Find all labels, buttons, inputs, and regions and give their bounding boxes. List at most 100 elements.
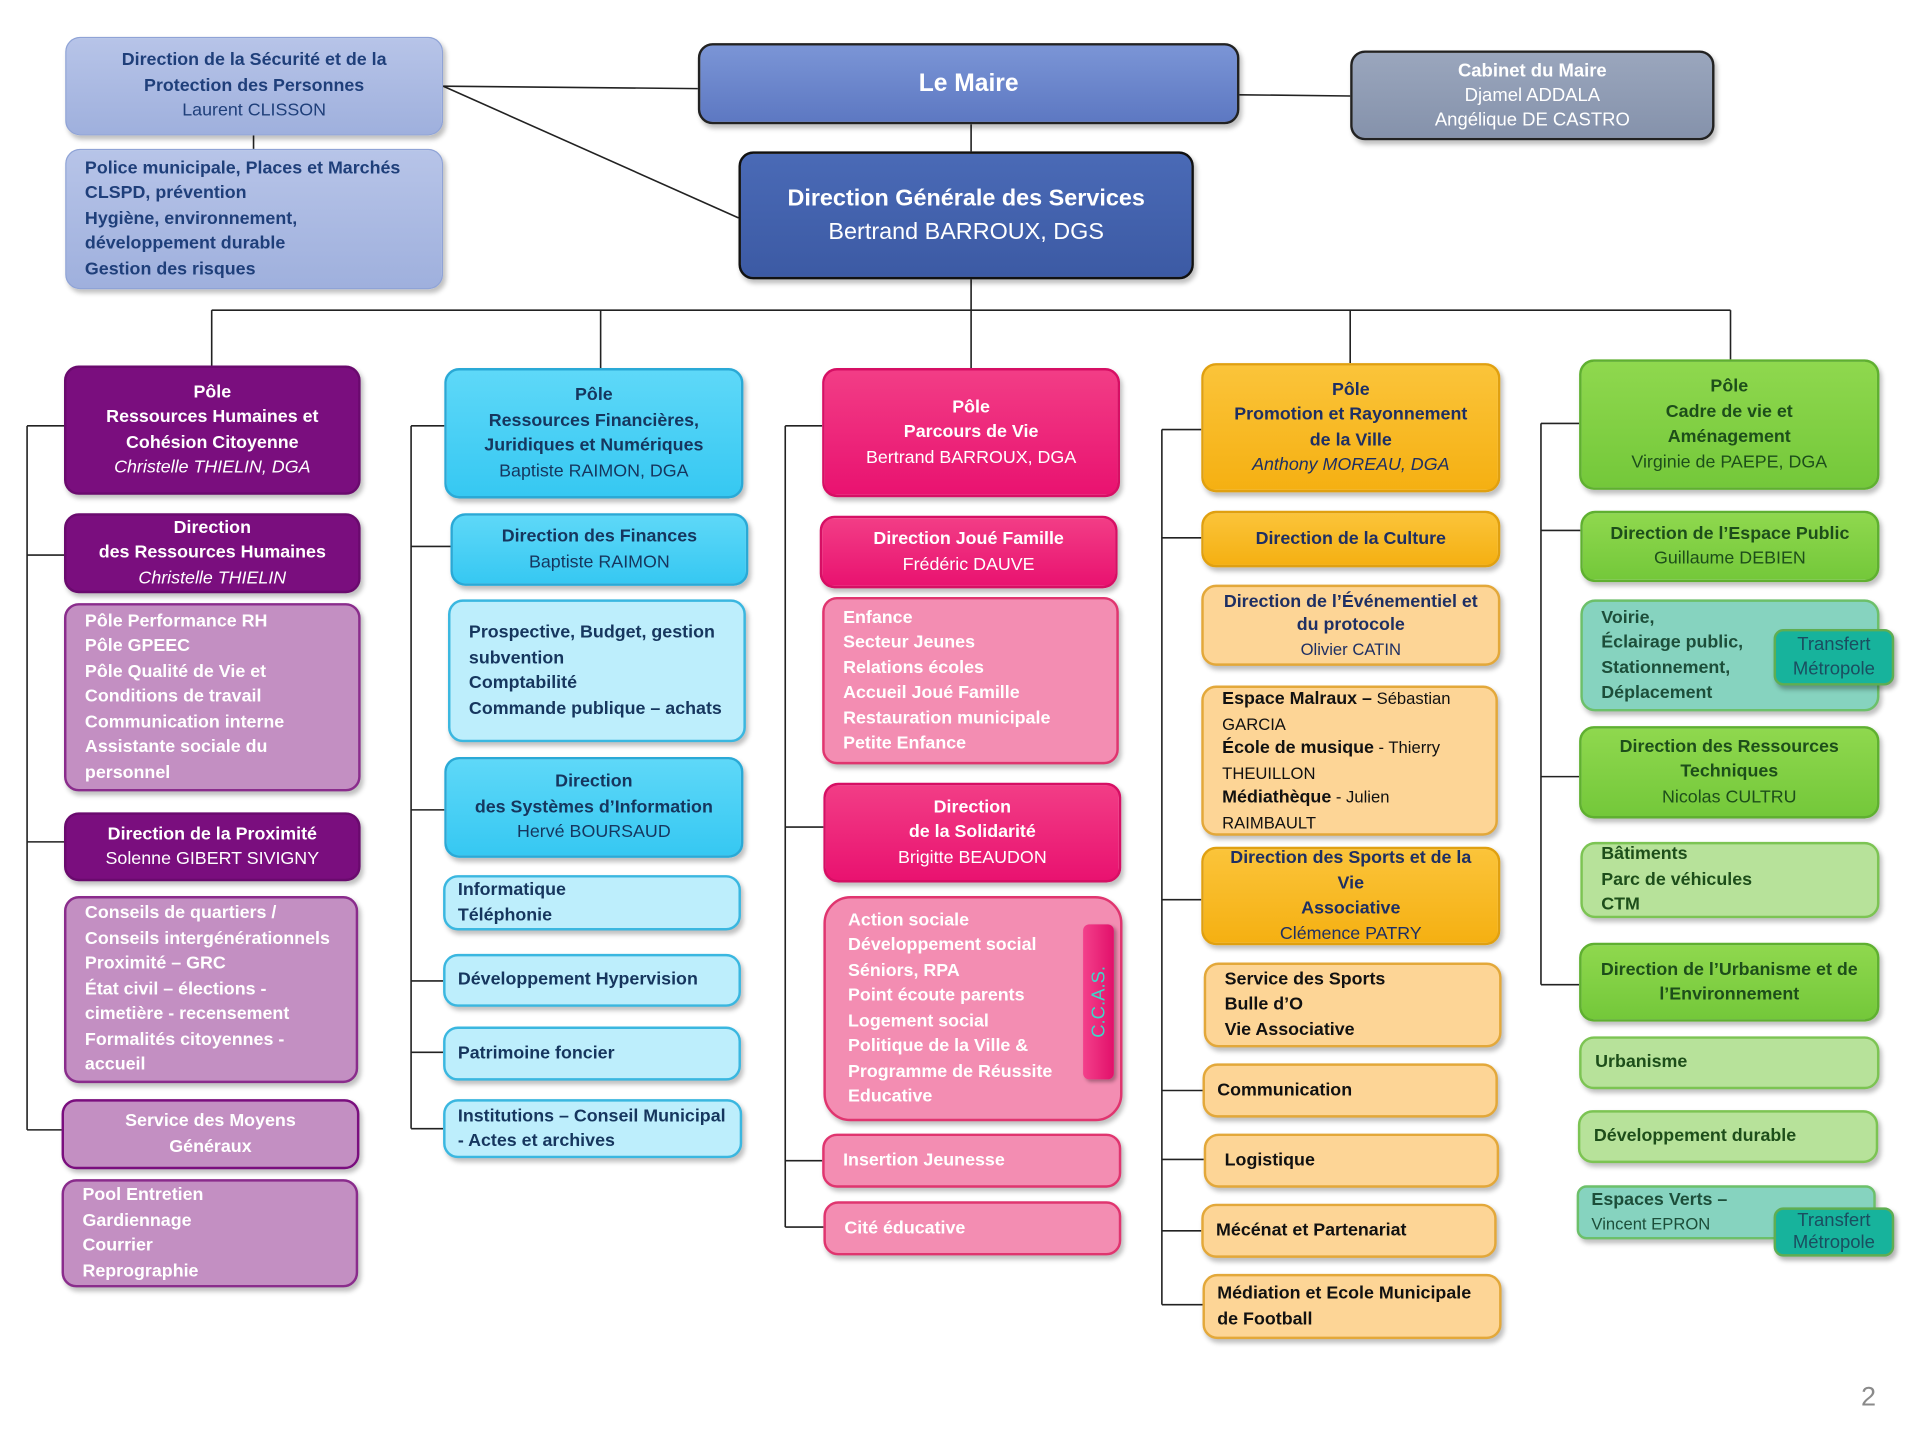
finances-box: Direction des Finances Baptiste RAIMON xyxy=(450,513,749,586)
pole-rh-box: Pôle Ressources Humaines et Cohésion Cit… xyxy=(64,365,361,495)
box-title: Pôle xyxy=(575,385,613,405)
service-item: Service des Sports xyxy=(1224,969,1386,990)
box-person: Bertrand BARROUX, DGA xyxy=(865,447,1077,468)
box-title: Direction xyxy=(933,797,1012,817)
box-title: du protocole xyxy=(1296,614,1405,635)
box-title: Direction de l’Espace Public xyxy=(1610,523,1850,544)
service-name: Espace Malraux – xyxy=(1222,689,1372,709)
pole-parcours-box: Pôle Parcours de Vie Bertrand BARROUX, D… xyxy=(822,368,1121,498)
service-item: Éclairage public, xyxy=(1601,632,1744,653)
box-person: Laurent CLISSON xyxy=(182,101,327,121)
service-item: Courrier xyxy=(82,1235,153,1256)
box-title: Parcours de Vie xyxy=(903,422,1039,443)
service-item: Politique de la Ville & xyxy=(848,1036,1029,1057)
box-title: Direction de la Culture xyxy=(1255,528,1446,549)
service-item: Gardiennage xyxy=(82,1210,192,1231)
service-item: de Football xyxy=(1217,1308,1313,1329)
service-item: Développement Hypervision xyxy=(457,970,698,990)
service-item: Comptabilité xyxy=(468,673,578,693)
service-item: Institutions – Conseil Municipal xyxy=(457,1105,726,1126)
box-person: Brigitte BEAUDON xyxy=(897,847,1047,868)
box-title: Associative xyxy=(1301,898,1401,919)
service-item: Informatique xyxy=(457,880,566,900)
logistique-box: Logistique xyxy=(1203,1133,1500,1188)
proximite-box: Direction de la Proximité Solenne GIBERT… xyxy=(64,812,361,882)
box-person: Angélique DE CASTRO xyxy=(1434,108,1630,130)
service-name: Médiathèque xyxy=(1222,787,1332,808)
service-item: Assistante sociale du xyxy=(84,737,268,758)
service-item: accueil xyxy=(84,1055,146,1075)
service-item: Pool Entretien xyxy=(82,1185,204,1205)
transfert-metropole-badge: Transfert Métropole xyxy=(1773,628,1895,686)
patrimoine-box: Patrimoine foncier xyxy=(443,1026,741,1081)
box-title: Direction xyxy=(555,772,633,792)
urbanisme-direction-box: Direction de l’Urbanisme et de l’Environ… xyxy=(1579,942,1880,1022)
service-item: cimetière - recensement xyxy=(84,1004,290,1025)
box-title: Direction des Sports et de la Vie xyxy=(1230,848,1472,893)
service-item: Gestion des risques xyxy=(84,259,256,280)
box-title: Direction de l’Événementiel et xyxy=(1223,591,1478,612)
box-title: Pôle xyxy=(1710,376,1749,397)
cite-educative-box: Cité éducative xyxy=(823,1201,1122,1256)
service-item: Urbanisme xyxy=(1595,1052,1688,1073)
service-item: Pôle Performance RH xyxy=(84,611,268,632)
service-item: Mécénat et Partenariat xyxy=(1216,1220,1407,1241)
box-person: Bertrand BARROUX, DGS xyxy=(828,219,1104,245)
box-title: Cabinet du Maire xyxy=(1457,59,1607,81)
box-title: Direction des Ressources xyxy=(1619,736,1839,757)
service-item: Conditions de travail xyxy=(84,687,262,707)
sports-services-box: Service des Sports Bulle d’O Vie Associa… xyxy=(1203,962,1502,1048)
service-item: Téléphonie xyxy=(457,905,553,925)
service-item: État civil – élections - xyxy=(84,979,267,1000)
malraux-box: Espace Malraux – Sébastian GARCIA École … xyxy=(1201,685,1498,836)
box-title: des Ressources Humaines xyxy=(98,543,326,563)
box-title: Cohésion Citoyenne xyxy=(126,432,299,453)
badge-label: Transfert xyxy=(1797,633,1871,655)
solidarite-services-box: Action sociale Développement social Séni… xyxy=(823,896,1123,1122)
service-item: Pôle GPEEC xyxy=(84,636,191,657)
batiments-box: Bâtiments Parc de véhicules CTM xyxy=(1580,841,1880,919)
box-title: Ressources Financières, xyxy=(488,410,700,431)
service-item: Parc de véhicules xyxy=(1601,869,1753,890)
service-item: Police municipale, Places et Marchés xyxy=(84,158,401,179)
moyens-services-box: Pool Entretien Gardiennage Courrier Repr… xyxy=(61,1179,359,1288)
box-person: Christelle THIELIN, DGA xyxy=(114,457,311,478)
service-item: Formalités citoyennes - xyxy=(84,1029,285,1050)
box-title: Direction de la Proximité xyxy=(107,824,317,844)
box-title: Généraux xyxy=(169,1136,252,1157)
box-title: Direction de l’Urbanisme et de xyxy=(1600,959,1858,980)
box-title: de la Ville xyxy=(1309,430,1392,450)
urbanisme-box: Urbanisme xyxy=(1579,1036,1880,1090)
securite-direction-box: Direction de la Sécurité et de la Protec… xyxy=(65,36,444,136)
page-number: 2 xyxy=(1860,1380,1877,1412)
service-item: personnel xyxy=(84,762,171,783)
insertion-jeunesse-box: Insertion Jeunesse xyxy=(822,1133,1122,1188)
mediatheque-line: Médiathèque - Julien xyxy=(1222,785,1483,810)
mediation-box: Médiation et Ecole Municipale de Footbal… xyxy=(1202,1273,1502,1340)
box-person: Solenne GIBERT SIVIGNY xyxy=(105,849,320,869)
box-title: Service des Moyens xyxy=(125,1111,296,1132)
culture-box: Direction de la Culture xyxy=(1201,510,1501,568)
box-title: Le Maire xyxy=(918,69,1019,97)
service-item: Voirie, xyxy=(1601,607,1655,628)
sports-box: Direction des Sports et de la Vie Associ… xyxy=(1201,846,1501,946)
communication-box: Communication xyxy=(1202,1063,1498,1118)
service-item: subvention xyxy=(468,648,565,668)
service-item: Cité éducative xyxy=(844,1218,966,1238)
ccas-tab: C.C.A.S. xyxy=(1083,924,1114,1080)
service-item: Conseils de quartiers / xyxy=(84,903,277,924)
box-title: Promotion et Rayonnement xyxy=(1234,404,1468,425)
box-person: Frédéric DAUVE xyxy=(902,554,1035,575)
box-title: Juridiques et Numériques xyxy=(484,435,704,456)
malraux-line: Espace Malraux – Sébastian xyxy=(1222,687,1483,712)
securite-services-box: Police municipale, Places et Marchés CLS… xyxy=(65,148,444,290)
service-item: Secteur Jeunes xyxy=(843,632,976,653)
box-person: Clémence PATRY xyxy=(1279,923,1422,944)
box-title: Pôle xyxy=(1331,379,1370,400)
evenementiel-box: Direction de l’Événementiel et du protoc… xyxy=(1201,584,1501,666)
badge-label: Métropole xyxy=(1792,658,1875,680)
box-person: Hervé BOURSAUD xyxy=(516,822,671,843)
box-title: Pôle xyxy=(193,382,232,402)
service-item: Patrimoine foncier xyxy=(457,1043,615,1064)
